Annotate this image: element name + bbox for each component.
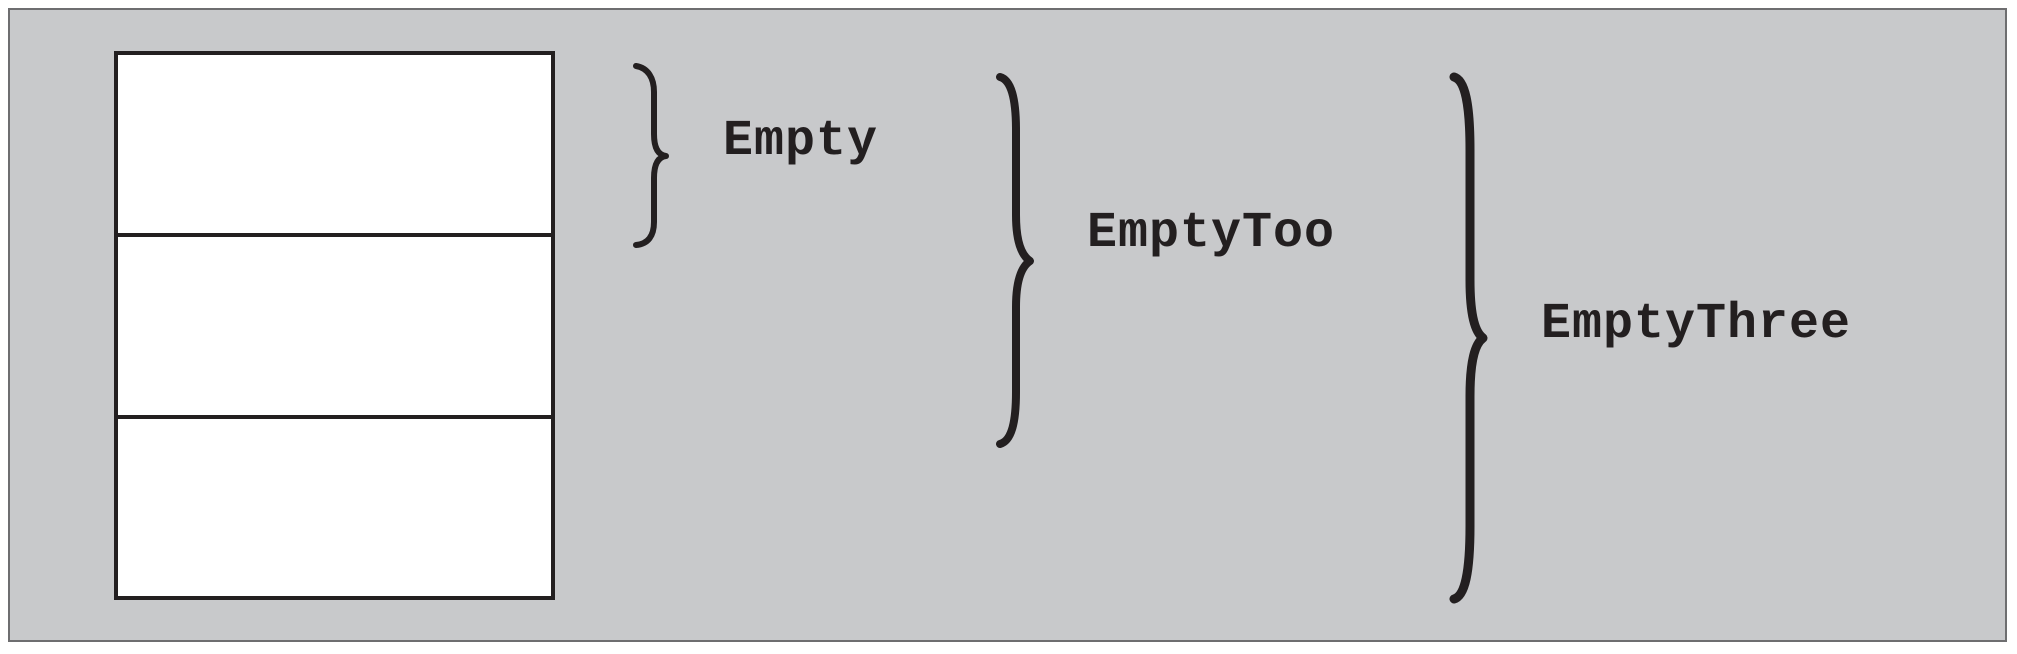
label-emptythree: EmptyThree xyxy=(1541,296,1851,353)
group-empty: Empty xyxy=(633,63,878,248)
label-emptytoo: EmptyToo xyxy=(1087,205,1335,262)
brace-emptytoo xyxy=(996,73,1034,448)
stack-cell-3 xyxy=(114,415,555,600)
brace-emptythree xyxy=(1449,72,1488,604)
label-empty: Empty xyxy=(723,113,878,170)
group-emptytoo: EmptyToo xyxy=(996,73,1335,448)
stack-cell-1 xyxy=(114,51,555,237)
stack-cell-2 xyxy=(114,233,555,419)
group-emptythree: EmptyThree xyxy=(1449,72,1851,604)
cell-stack xyxy=(114,51,555,600)
brace-empty xyxy=(633,63,669,248)
